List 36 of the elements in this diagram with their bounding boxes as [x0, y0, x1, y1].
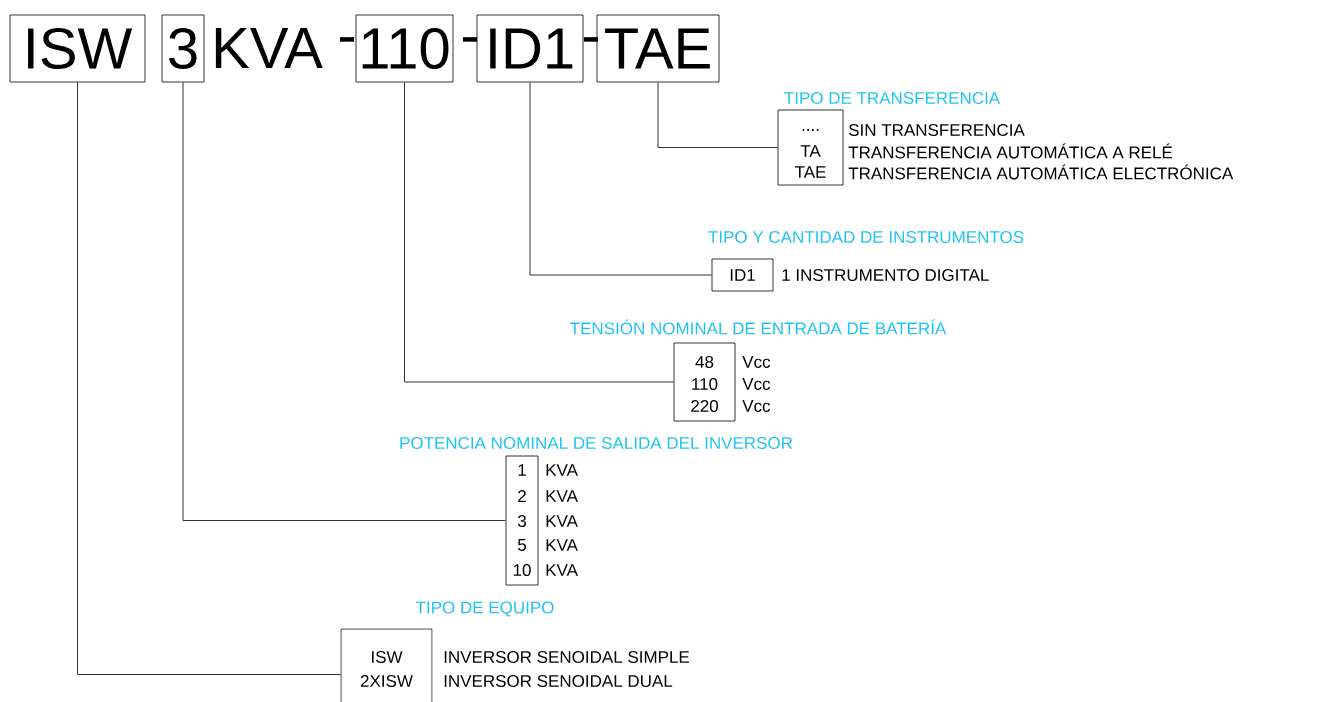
section-heading: TIPO DE EQUIPO: [415, 601, 554, 617]
description-text: TRANSFERENCIA AUTOMÁTICA A RELÉ: [848, 143, 1173, 159]
code-box: ISW: [9, 14, 146, 83]
option-box: .... TA TAE: [777, 109, 844, 186]
connector-line: [404, 82, 674, 383]
description-text: INVERSOR SENOIDAL SIMPLE: [444, 651, 689, 664]
section-heading: POTENCIA NOMINAL DE SALIDA DEL INVERSOR: [400, 437, 793, 450]
code-text: KVA: [215, 28, 323, 68]
description-text: KVA: [546, 490, 578, 502]
section-heading: TENSIÓN NOMINAL DE ENTRADA DE BATERÍA: [570, 319, 947, 335]
description-text: Vcc: [742, 356, 771, 368]
code-box: ID1: [476, 14, 584, 83]
option-box: 48 110 220: [673, 342, 736, 422]
description-text: Vcc: [742, 400, 771, 412]
description-text: INVERSOR SENOIDAL DUAL: [444, 675, 673, 688]
description-text: KVA: [546, 539, 578, 551]
description-text: Vcc: [742, 378, 771, 390]
connector-line: [77, 82, 341, 675]
description-text: KVA: [546, 564, 578, 576]
option-box: 1 2 3 5 10: [505, 455, 539, 586]
description-text: KVA: [546, 515, 578, 527]
code-text: -: [339, 37, 355, 42]
description-text: 1 INSTRUMENTO DIGITAL: [782, 269, 989, 282]
connector-line: [657, 82, 778, 148]
section-heading: TIPO Y CANTIDAD DE INSTRUMENTOS: [708, 231, 1024, 244]
description-text: SIN TRANSFERENCIA: [849, 124, 1025, 137]
description-text: KVA: [546, 464, 578, 476]
option-box: ID1: [711, 258, 774, 292]
connector-line: [182, 82, 506, 521]
description-text: TRANSFERENCIA AUTOMÁTICA ELECTRÓNICA: [848, 164, 1234, 180]
code-box: 110: [355, 14, 454, 83]
connector-line: [529, 82, 712, 276]
code-text: -: [583, 37, 599, 42]
option-box: ISW 2XISW: [340, 628, 433, 702]
code-box: 3: [161, 14, 205, 83]
code-text: -: [462, 37, 478, 42]
